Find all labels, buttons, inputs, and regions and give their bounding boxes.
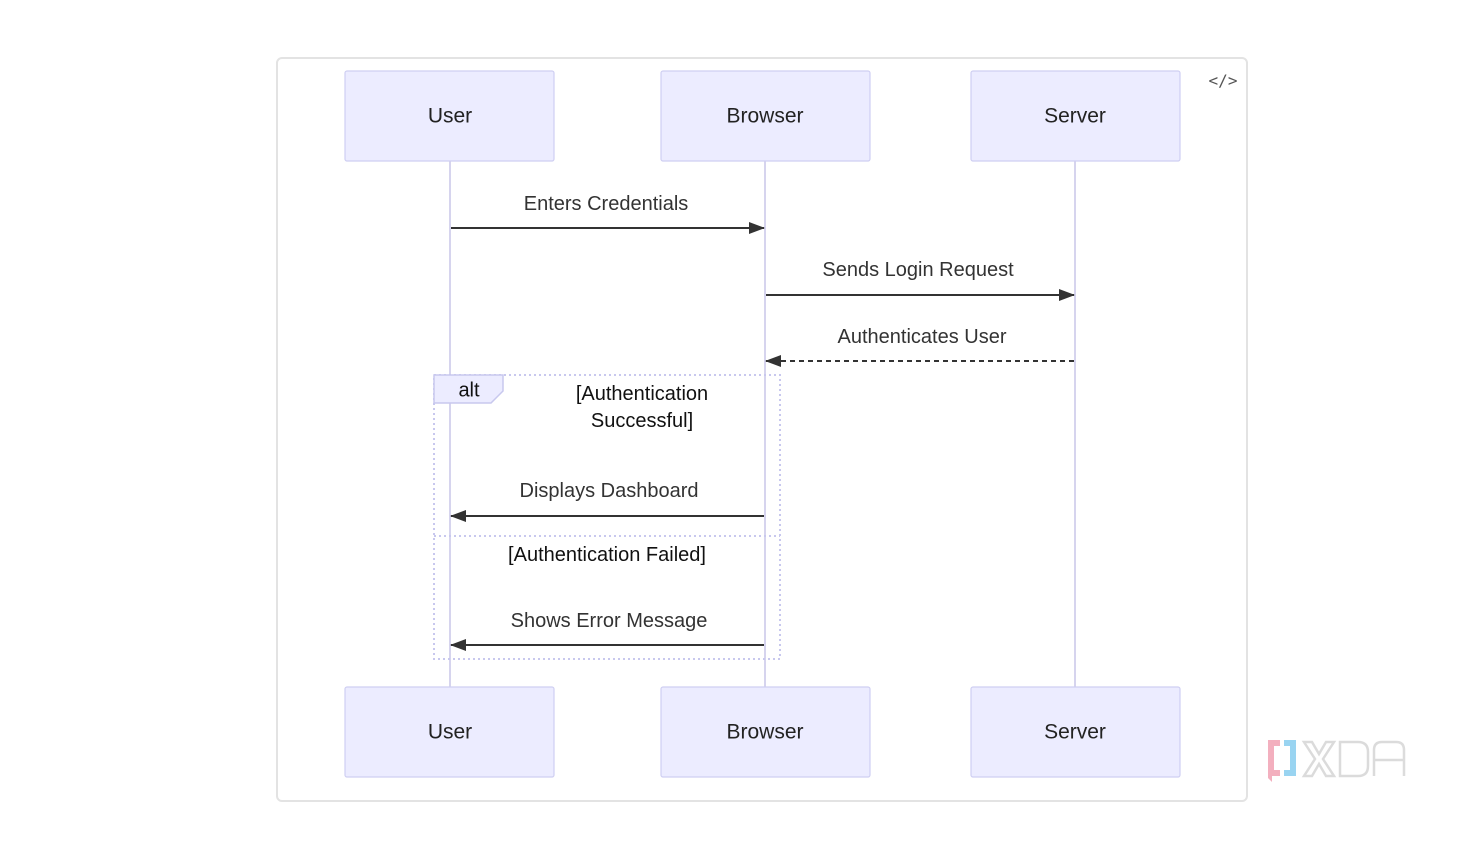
actor-box-server-top (970, 70, 1181, 162)
actor-box-server-bottom (970, 686, 1181, 778)
actor-label-browser-top: Browser (726, 105, 803, 128)
alt-tag-box (433, 374, 504, 404)
message-label-displays-dashboard: Displays Dashboard (520, 480, 699, 502)
message-label-enters-credentials: Enters Credentials (524, 193, 689, 215)
alt-condition-failed: [Authentication Failed] (508, 544, 706, 566)
actor-box-browser-bottom (660, 686, 871, 778)
actor-box-user-bottom (344, 686, 555, 778)
message-label-shows-error-message: Shows Error Message (511, 610, 708, 632)
message-label-sends-login-request: Sends Login Request (822, 259, 1014, 281)
actor-box-user-top (344, 70, 555, 162)
diagram-container (276, 57, 1248, 802)
xda-logo-icon (1268, 740, 1406, 782)
alt-condition-success-line-2: Successful] (591, 410, 693, 432)
actor-label-server-bottom: Server (1044, 721, 1106, 744)
code-view-toggle-icon[interactable]: </> (1208, 71, 1238, 90)
actor-label-user-top: User (428, 105, 472, 128)
actor-label-user-bottom: User (428, 721, 472, 744)
alt-tag-label: alt (458, 379, 480, 401)
actor-label-browser-bottom: Browser (726, 721, 803, 744)
message-label-authenticates-user: Authenticates User (838, 326, 1007, 348)
actor-box-browser-top (660, 70, 871, 162)
alt-condition-success-line-1: [Authentication (576, 383, 708, 405)
actor-label-server-top: Server (1044, 105, 1106, 128)
